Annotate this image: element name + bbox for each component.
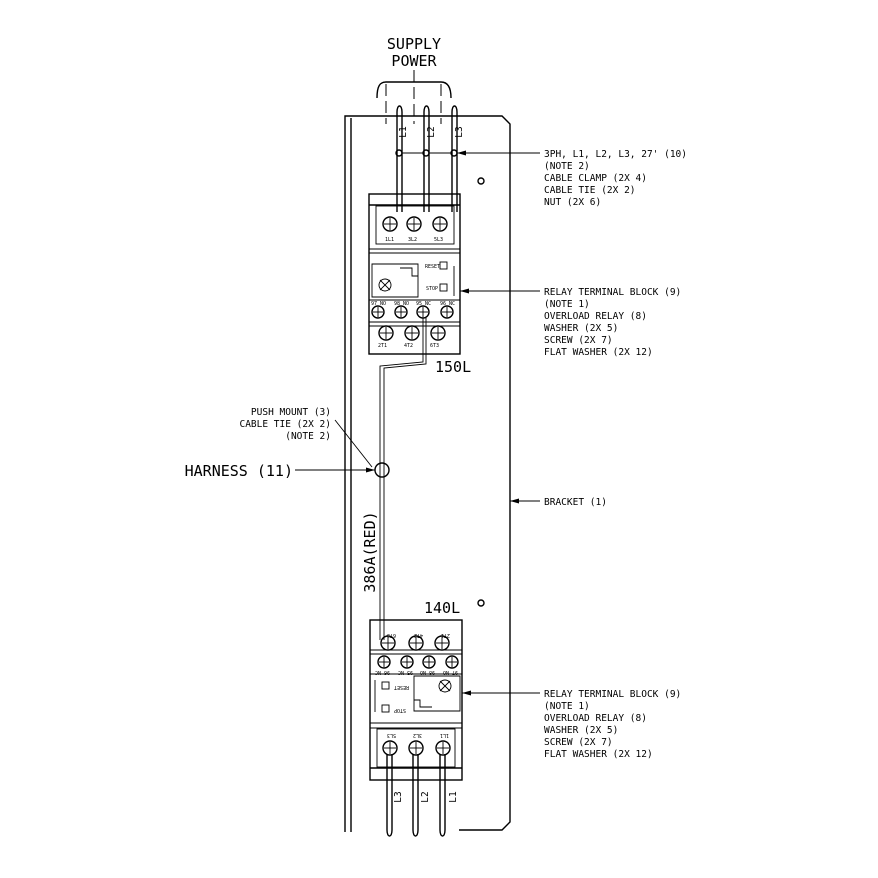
relay-device-150L — [368, 193, 461, 355]
bottom-aux-label-1: 96 NC — [375, 669, 390, 675]
bottom-input-label-3: 1L1 — [440, 732, 449, 738]
bottom-reset-label: RESET — [394, 684, 409, 690]
callout-relay-bottom-line-6: FLAT WASHER (2X 12) — [544, 749, 653, 760]
bottom-stop-label: STOP — [394, 707, 406, 713]
callout-supply-line-3: CABLE CLAMP (2X 4) — [544, 173, 647, 184]
callout-supply-line-4: CABLE TIE (2X 2) — [544, 185, 636, 196]
callout-relay-top-line-2: (NOTE 1) — [544, 299, 590, 310]
top-phase-label-2: L2 — [426, 126, 437, 137]
top-stop-label: STOP — [426, 286, 438, 292]
callout-relay-bottom: RELAY TERMINAL BLOCK (9) (NOTE 1) OVERLO… — [544, 689, 681, 760]
callout-push-mount-line-3: (NOTE 2) — [285, 431, 331, 442]
callout-relay-bottom-line-5: SCREW (2X 7) — [544, 737, 613, 748]
supply-leader-arrow — [457, 150, 466, 156]
top-aux-label-1: 97 NO — [371, 301, 386, 307]
top-phase-label-1: L1 — [398, 126, 409, 138]
bottom-aux-label-2: 95 NC — [398, 669, 413, 675]
top-terminal-label-2: 3L2 — [408, 237, 417, 243]
bottom-terminal-label-3: 2T1 — [441, 632, 450, 638]
callout-push-mount-line-1: PUSH MOUNT (3) — [251, 407, 331, 418]
top-terminal-label-3: 5L3 — [434, 237, 443, 243]
mounting-hole-bottom — [477, 599, 485, 607]
top-aux-label-3: 95 NC — [416, 301, 431, 307]
callout-relay-top: RELAY TERMINAL BLOCK (9) (NOTE 1) OVERLO… — [544, 287, 681, 358]
callout-supply: 3PH, L1, L2, L3, 27' (10) (NOTE 2) CABLE… — [544, 149, 687, 208]
callout-bracket: BRACKET (1) — [544, 497, 607, 508]
device-name-140L: 140L — [424, 599, 460, 617]
supply-label-line1: SUPPLY — [387, 35, 441, 53]
push-mount-leader-line — [334, 419, 373, 468]
top-out-label-3: 6T3 — [430, 343, 439, 349]
callout-supply-line-5: NUT (2X 6) — [544, 197, 601, 208]
callout-relay-bottom-line-3: OVERLOAD RELAY (8) — [544, 713, 647, 724]
callout-relay-bottom-line-2: (NOTE 1) — [544, 701, 590, 712]
bottom-input-label-2: 3L2 — [413, 732, 422, 738]
bottom-terminal-label-1: 6T3 — [387, 632, 396, 638]
top-terminal-label-1: 1L1 — [385, 237, 394, 243]
callout-relay-top-line-3: OVERLOAD RELAY (8) — [544, 311, 647, 322]
device-name-150L: 150L — [435, 358, 471, 376]
mounting-hole-top — [477, 177, 485, 185]
callout-supply-line-1: 3PH, L1, L2, L3, 27' (10) — [544, 149, 687, 160]
bottom-terminal-label-2: 4T2 — [414, 632, 423, 638]
callout-relay-top-line-6: FLAT WASHER (2X 12) — [544, 347, 653, 358]
callout-relay-bottom-line-4: WASHER (2X 5) — [544, 725, 618, 736]
bottom-output-cables — [386, 754, 446, 837]
bracket-plate-outline — [344, 115, 511, 832]
callout-relay-top-line-4: WASHER (2X 5) — [544, 323, 618, 334]
callout-push-mount-line-2: CABLE TIE (2X 2) — [239, 419, 331, 430]
top-reset-label: RESET — [425, 264, 440, 270]
bottom-phase-label-1: L3 — [393, 791, 404, 802]
bottom-aux-label-3: 98 NO — [420, 669, 435, 675]
top-aux-label-4: 96 NC — [440, 301, 455, 307]
top-supply-cables — [396, 105, 458, 212]
bottom-input-label-1: 5L3 — [387, 732, 396, 738]
top-phase-label-3: L3 — [454, 126, 465, 137]
bottom-aux-label-4: 97 NO — [443, 669, 458, 675]
callout-supply-line-2: (NOTE 2) — [544, 161, 590, 172]
wire-label-386A: 386A(RED) — [361, 511, 379, 592]
supply-label-line2: POWER — [391, 52, 437, 70]
bottom-phase-label-2: L2 — [420, 791, 431, 802]
callout-relay-top-line-1: RELAY TERMINAL BLOCK (9) — [544, 287, 681, 298]
push-mount-circle — [374, 462, 390, 478]
top-out-label-2: 4T2 — [404, 343, 413, 349]
callout-push-mount: PUSH MOUNT (3) CABLE TIE (2X 2) (NOTE 2) — [239, 407, 331, 442]
relay-device-140L — [369, 619, 463, 781]
bottom-phase-label-3: L1 — [448, 791, 459, 803]
callout-harness: HARNESS (11) — [185, 462, 293, 480]
top-out-label-1: 2T1 — [378, 343, 387, 349]
top-aux-label-2: 98 NO — [394, 301, 409, 307]
wire-386A — [379, 318, 427, 640]
callout-relay-top-line-5: SCREW (2X 7) — [544, 335, 613, 346]
callout-relay-bottom-line-1: RELAY TERMINAL BLOCK (9) — [544, 689, 681, 700]
